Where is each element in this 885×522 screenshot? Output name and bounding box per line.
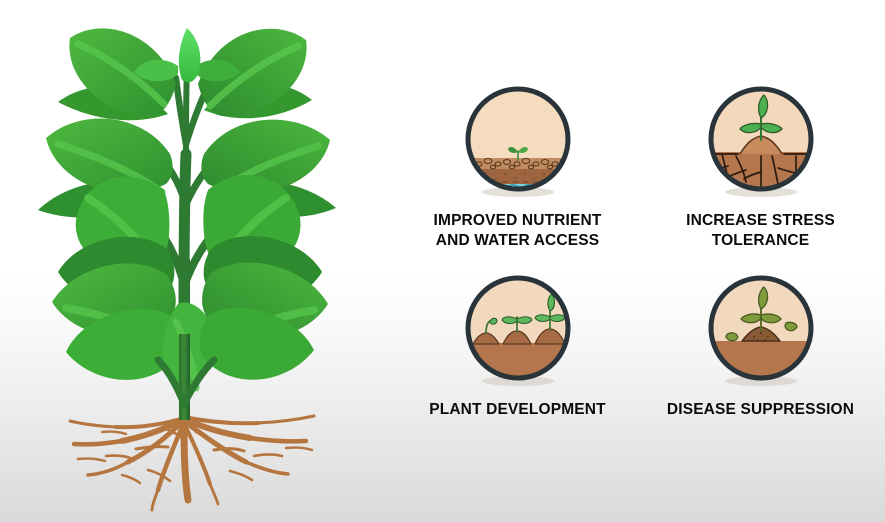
- benefit-card-improved-nutrient-and-water-access[interactable]: IMPROVED NUTRIENT AND WATER ACCESS: [400, 82, 635, 253]
- plant-leaves: [46, 28, 330, 394]
- soil-layers-with-seedling-icon: [459, 82, 577, 200]
- growth-stage-1: [484, 317, 498, 334]
- benefits-grid: IMPROVED NUTRIENT AND WATER ACCESS: [400, 82, 878, 442]
- seedling-glyph: [507, 147, 528, 161]
- plant-illustration: [18, 4, 378, 518]
- plant-lower-stem: [154, 334, 218, 420]
- seedling-glyph: [738, 94, 783, 141]
- benefit-card-plant-development[interactable]: PLANT DEVELOPMENT: [400, 271, 635, 442]
- root-system: [68, 410, 316, 512]
- growth-stage-2: [500, 316, 533, 333]
- benefit-label: INCREASE STRESS TOLERANCE: [686, 212, 835, 249]
- benefit-card-increase-stress-tolerance[interactable]: INCREASE STRESS TOLERANCE: [643, 82, 878, 253]
- falling-leaf-left: [724, 332, 739, 342]
- seedling-with-falling-leaves-icon: [702, 271, 820, 389]
- growth-stage-3: [533, 293, 566, 331]
- falling-leaf-right: [783, 321, 798, 332]
- benefit-label: DISEASE SUPPRESSION: [666, 401, 855, 418]
- three-growth-stages-icon: [459, 271, 577, 389]
- benefit-label: IMPROVED NUTRIENT AND WATER ACCESS: [433, 212, 602, 249]
- seedling-glyph: [739, 286, 782, 332]
- benefit-label: PLANT DEVELOPMENT: [429, 401, 606, 418]
- cracked-soil-with-seedling-icon: [702, 82, 820, 200]
- benefit-card-disease-suppression[interactable]: DISEASE SUPPRESSION: [643, 271, 878, 442]
